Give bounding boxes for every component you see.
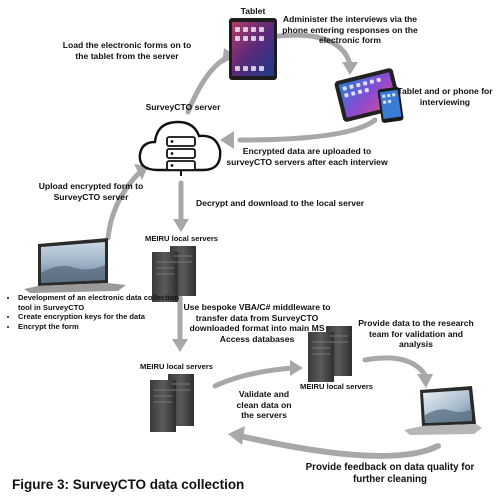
validate-label: Validate and clean data on the servers (236, 389, 292, 420)
tablet-and-phone-icon (334, 68, 404, 123)
arrow-feedback (237, 433, 441, 459)
meiru-left-label: MEIRU local servers (140, 362, 214, 371)
arrow-validate (212, 365, 295, 389)
load-forms-label: Load the electronic forms on to the tabl… (62, 40, 192, 61)
list-item: Development of an electronic data collec… (18, 293, 193, 312)
administer-label: Administer the interviews via the phone … (282, 14, 418, 45)
cloud-server-icon (138, 120, 222, 176)
setup-bullet-list: Development of an electronic data collec… (10, 293, 193, 331)
list-item: Create encryption keys for the data (18, 312, 193, 322)
arrow-provide-data (362, 355, 428, 378)
server-stack-left (150, 374, 194, 432)
server-stack-top (152, 246, 196, 302)
arrow-upload-encrypted (237, 117, 378, 143)
provide-data-label: Provide data to the research team for va… (358, 318, 474, 349)
arrowhead-decrypt (173, 219, 189, 232)
arrowhead-provide-data (417, 374, 433, 388)
figure-caption: Figure 3: SurveyCTO data collection (12, 477, 245, 492)
arrowhead-feedback (228, 426, 245, 445)
middleware-label: Use bespoke VBA/C# middleware to transfe… (183, 302, 331, 344)
surveycto-server-label: SurveyCTO server (145, 102, 221, 112)
arrow-upload-form (105, 169, 143, 241)
arrow-administer (275, 32, 353, 67)
decrypt-label: Decrypt and download to the local server (196, 198, 365, 208)
server-stack-right (308, 326, 352, 382)
arrow-load-forms (185, 55, 229, 115)
arrowhead-upload-encrypted (220, 131, 234, 149)
tablet-phone-label: Tablet and or phone for interviewing (397, 86, 493, 107)
meiru-right-label: MEIRU local servers (300, 382, 374, 391)
upload-form-label: Upload encrypted form to SurveyCTO serve… (38, 181, 144, 202)
upload-encrypted-label: Encrypted data are uploaded to surveyCTO… (226, 146, 388, 167)
tablet-icon (229, 18, 277, 80)
laptop-left-icon (24, 238, 126, 293)
arrowhead-validate (290, 360, 303, 376)
tablet-label: Tablet (240, 6, 266, 16)
arrowhead-administer (342, 62, 358, 75)
arrowhead-middleware (172, 339, 188, 352)
list-item: Encrypt the form (18, 322, 193, 332)
feedback-label: Provide feedback on data quality for fur… (305, 462, 475, 485)
meiru-top-label: MEIRU local servers (145, 234, 219, 243)
laptop-right-icon (404, 386, 482, 435)
